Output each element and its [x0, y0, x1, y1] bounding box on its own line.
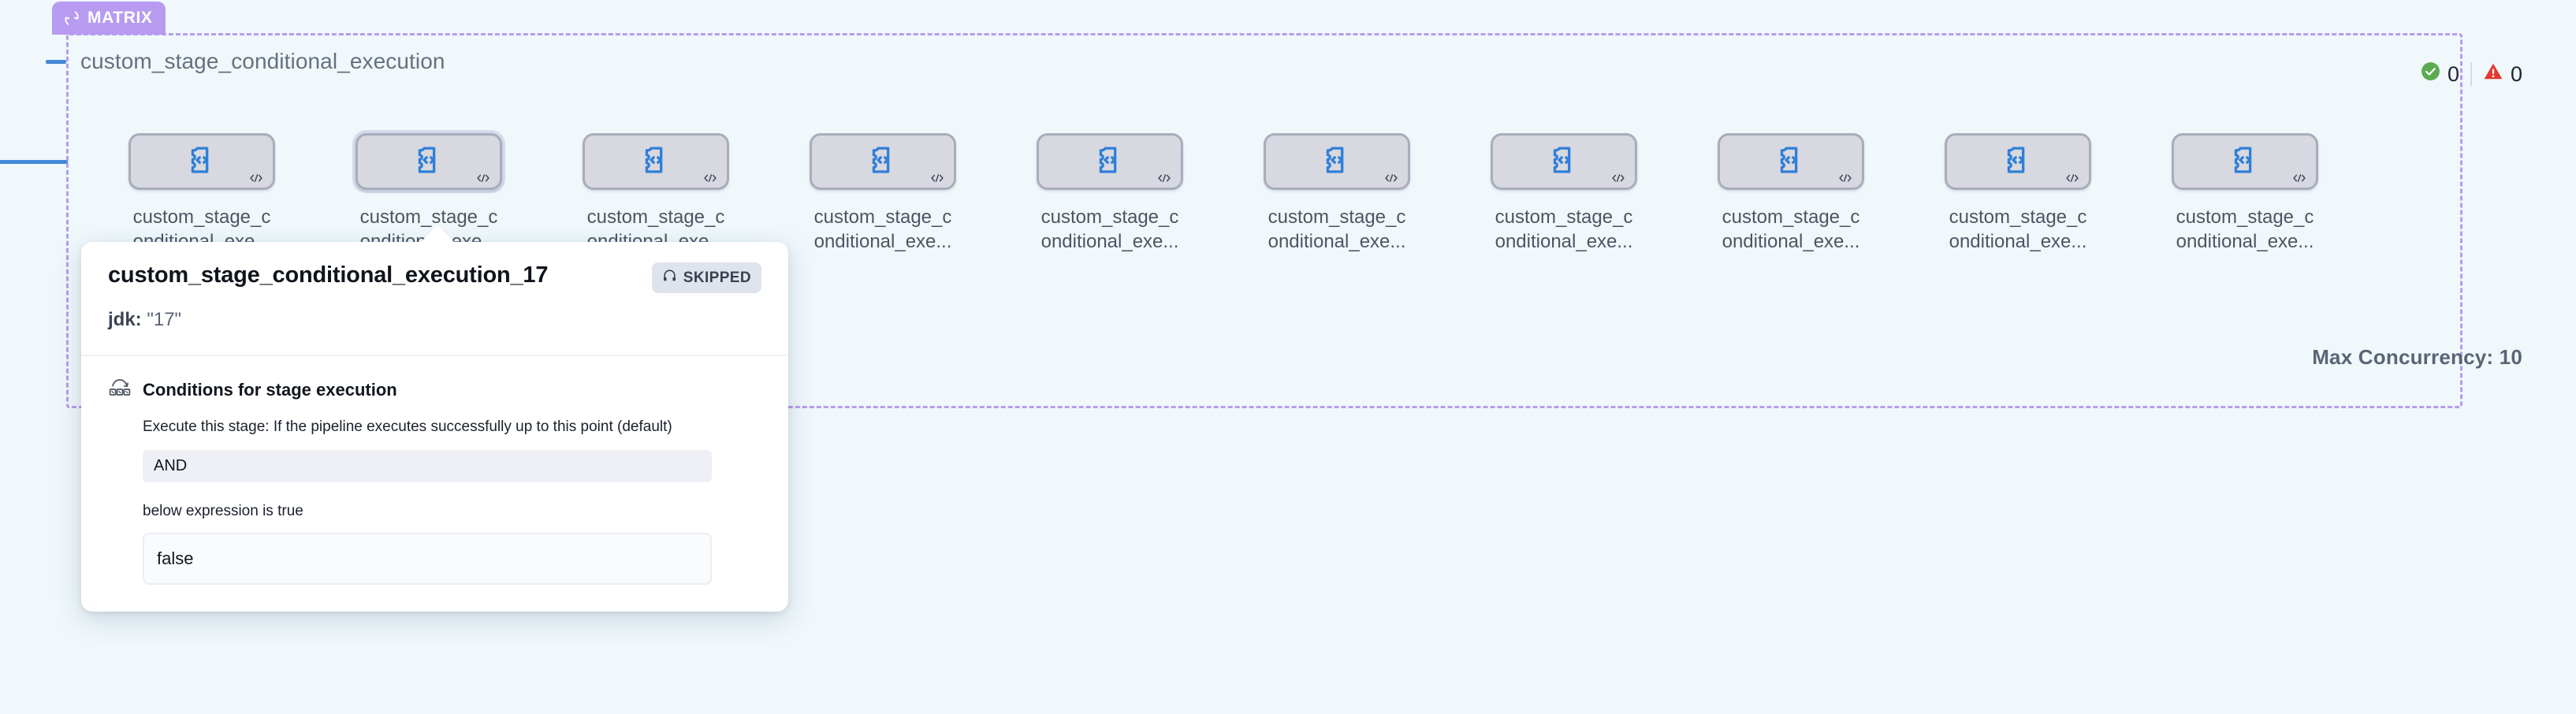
- warning-count-item: 0: [2483, 61, 2522, 87]
- stage-node-label: custom_stage_conditional_exe...: [2176, 206, 2314, 252]
- stage-node-label: custom_stage_conditional_exe...: [1268, 206, 1406, 252]
- stage-node[interactable]: custom_stage_conditional_exe...: [128, 133, 275, 254]
- custom-stage-code-icon: [866, 143, 899, 180]
- condition-expression-box: false: [143, 532, 712, 585]
- custom-stage-code-icon: [1320, 143, 1353, 180]
- status-badge: SKIPPED: [651, 262, 761, 293]
- custom-stage-code-icon: [412, 143, 445, 180]
- matrix-group-container: [66, 33, 2462, 408]
- success-count-item: 0: [2421, 61, 2459, 87]
- group-title: custom_stage_conditional_execution: [80, 49, 445, 73]
- stage-node-box[interactable]: [810, 133, 956, 190]
- stage-node[interactable]: custom_stage_conditional_exe...: [810, 133, 956, 254]
- code-badge-icon: [2064, 173, 2080, 184]
- max-concurrency-label: Max Concurrency: 10: [2312, 345, 2522, 369]
- stage-detail-popover: custom_stage_conditional_execution_17 SK…: [81, 225, 788, 612]
- stage-node-box[interactable]: [583, 133, 729, 190]
- popover-meta-key: jdk:: [108, 309, 142, 330]
- stage-node-label: custom_stage_conditional_exe...: [586, 206, 725, 252]
- code-badge-icon: [2291, 173, 2307, 184]
- loop-repeat-icon: [63, 9, 80, 27]
- stage-node[interactable]: custom_stage_conditional_exe...: [583, 133, 729, 254]
- stage-node[interactable]: custom_stage_conditional_exe...: [1945, 133, 2091, 254]
- conditions-description: Execute this stage: If the pipeline exec…: [143, 418, 672, 435]
- group-header: custom_stage_conditional_execution: [46, 49, 445, 74]
- stage-node-label: custom_stage_conditional_exe...: [1040, 206, 1179, 252]
- stage-node-box[interactable]: [1945, 133, 2091, 190]
- stage-node[interactable]: custom_stage_conditional_exe...: [2172, 133, 2318, 254]
- success-count-value: 0: [2447, 61, 2459, 86]
- custom-stage-code-icon: [2228, 143, 2261, 180]
- popover-title: custom_stage_conditional_execution_17: [108, 262, 549, 288]
- stage-node-label: custom_stage_conditional_exe...: [813, 206, 952, 252]
- conditions-section-title: Conditions for stage execution: [143, 379, 397, 400]
- stage-node[interactable]: custom_stage_conditional_exe...: [1718, 133, 1864, 254]
- stage-node-label: custom_stage_conditional_exe...: [1949, 206, 2087, 252]
- code-badge-icon: [248, 173, 264, 184]
- code-badge-icon: [475, 173, 491, 184]
- condition-subtitle: below expression is true: [143, 502, 303, 519]
- code-badge-icon: [929, 173, 945, 184]
- stage-node-label: custom_stage_conditional_exe...: [1495, 206, 1633, 252]
- matrix-group-tab[interactable]: MATRIX: [52, 2, 166, 35]
- code-badge-icon: [1383, 173, 1399, 184]
- status-counters: 0 0: [2421, 61, 2522, 87]
- code-badge-icon: [702, 173, 718, 184]
- custom-stage-code-icon: [1774, 143, 1807, 180]
- popover-header: custom_stage_conditional_execution_17 SK…: [81, 242, 788, 356]
- conditions-section-header: Conditions for stage execution: [108, 377, 761, 403]
- code-badge-icon: [1610, 173, 1626, 184]
- code-badge-icon: [1837, 173, 1853, 184]
- stage-node-box[interactable]: [2172, 133, 2318, 190]
- stage-node-label: custom_stage_conditional_exe...: [1722, 206, 1860, 252]
- popover-arrow: [420, 225, 455, 243]
- stage-node[interactable]: custom_stage_conditional_exe...: [1491, 133, 1637, 254]
- check-circle-icon: [2421, 61, 2440, 87]
- popover-body: Conditions for stage execution Execute t…: [81, 356, 788, 612]
- custom-stage-code-icon: [2001, 143, 2034, 180]
- condition-operator-pill: AND: [143, 449, 712, 482]
- stage-node-box[interactable]: [1264, 133, 1410, 190]
- conditional-execution-icon: [108, 377, 132, 403]
- incoming-edge-connector: [0, 160, 68, 164]
- matrix-tab-label: MATRIX: [87, 9, 153, 27]
- stage-node-box[interactable]: [356, 133, 502, 190]
- stage-node[interactable]: custom_stage_conditional_exe...: [356, 133, 502, 254]
- warning-count-value: 0: [2510, 61, 2522, 86]
- stage-node-box[interactable]: [1718, 133, 1864, 190]
- stage-node-box[interactable]: [1491, 133, 1637, 190]
- count-divider: [2470, 62, 2472, 86]
- popover-meta-value: "17": [147, 309, 182, 330]
- popover-meta: jdk: "17": [108, 309, 761, 331]
- minus-icon[interactable]: [46, 59, 66, 64]
- stage-node-box[interactable]: [1037, 133, 1183, 190]
- custom-stage-code-icon: [1093, 143, 1126, 180]
- code-badge-icon: [1156, 173, 1172, 184]
- stage-node[interactable]: custom_stage_conditional_exe...: [1264, 133, 1410, 254]
- custom-stage-code-icon: [1547, 143, 1580, 180]
- status-badge-label: SKIPPED: [683, 269, 751, 286]
- stage-node-box[interactable]: [128, 133, 275, 190]
- skipped-icon: [662, 268, 677, 288]
- warning-triangle-icon: [2483, 61, 2503, 87]
- stage-node[interactable]: custom_stage_conditional_exe...: [1037, 133, 1183, 254]
- custom-stage-code-icon: [185, 143, 218, 180]
- custom-stage-code-icon: [639, 143, 672, 180]
